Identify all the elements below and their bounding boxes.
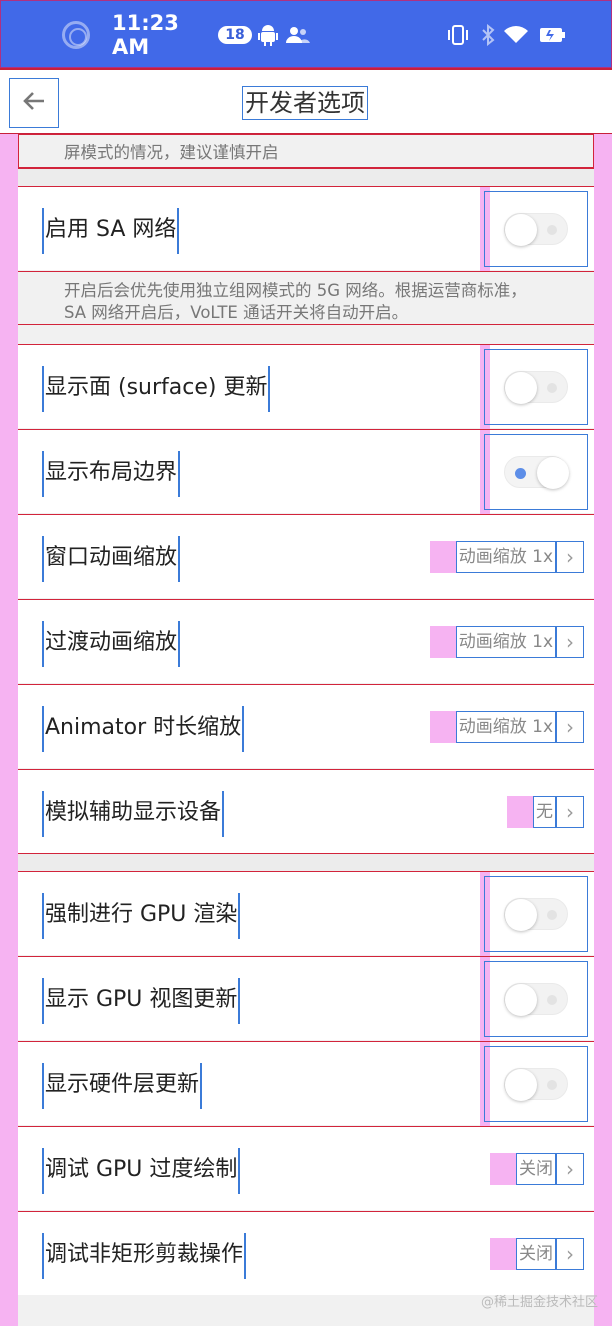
chevron-right-icon[interactable]: › xyxy=(556,711,584,743)
settings-row[interactable]: 强制进行 GPU 渲染 xyxy=(18,871,594,956)
row-label: 显示布局边界 xyxy=(42,451,181,497)
watermark: @稀土掘金技术社区 xyxy=(480,1295,598,1310)
settings-row[interactable]: 调试非矩形剪裁操作 ›关闭 xyxy=(18,1211,594,1295)
debug-margin-right xyxy=(594,134,612,1326)
wifi-icon xyxy=(502,12,530,58)
row-label: 显示硬件层更新 xyxy=(42,1063,203,1109)
battery-icon xyxy=(538,12,568,58)
toggle-switch[interactable] xyxy=(504,983,568,1016)
switch-frame xyxy=(484,1046,588,1122)
arrow-left-icon xyxy=(22,88,46,118)
toggle-switch[interactable] xyxy=(504,1068,568,1101)
row-value: 动画缩放 1x xyxy=(455,541,556,573)
debug-margin xyxy=(480,430,490,514)
debug-margin xyxy=(430,541,456,573)
toggle-dot-icon xyxy=(547,910,557,920)
section-divider xyxy=(18,168,594,186)
chevron-right-icon[interactable]: › xyxy=(556,541,584,573)
toggle-dot-icon xyxy=(547,383,557,393)
sa-description: 开启后会优先使用独立组网模式的 5G 网络。根据运营商标准，SA 网络开启后，V… xyxy=(18,271,594,325)
settings-row[interactable]: 窗口动画缩放 ›动画缩放 1x xyxy=(18,514,594,598)
debug-margin xyxy=(480,957,490,1041)
toggle-dot-icon xyxy=(547,225,557,235)
toggle-knob xyxy=(505,214,537,246)
settings-row[interactable]: 模拟辅助显示设备 ›无 xyxy=(18,769,594,853)
settings-row[interactable]: 调试 GPU 过度绘制 ›关闭 xyxy=(18,1126,594,1210)
switch-frame xyxy=(484,434,588,510)
toggle-dot-icon xyxy=(515,468,526,479)
debug-margin xyxy=(490,1153,516,1185)
row-value: 关闭 xyxy=(516,1238,556,1270)
section-divider xyxy=(18,853,594,871)
debug-margin xyxy=(490,1238,516,1270)
back-button[interactable] xyxy=(9,78,59,128)
row-label: Animator 时长缩放 xyxy=(42,706,245,752)
row-label: 强制进行 GPU 渲染 xyxy=(42,893,241,939)
settings-row[interactable]: 过渡动画缩放 ›动画缩放 1x xyxy=(18,599,594,683)
notification-badge: 18 xyxy=(218,12,252,58)
bluetooth-icon xyxy=(478,12,498,58)
settings-row[interactable]: 显示 GPU 视图更新 xyxy=(18,956,594,1041)
debug-margin xyxy=(430,711,456,743)
debug-margin xyxy=(480,345,490,429)
row-label: 启用 SA 网络 xyxy=(42,208,180,254)
page-title: 开发者选项 xyxy=(242,86,368,120)
debug-margin xyxy=(507,796,533,828)
row-value: 动画缩放 1x xyxy=(455,711,556,743)
toggle-knob xyxy=(505,984,537,1016)
debug-margin xyxy=(430,626,456,658)
row-label: 窗口动画缩放 xyxy=(42,536,181,582)
chevron-right-icon[interactable]: › xyxy=(556,1153,584,1185)
row-label: 过渡动画缩放 xyxy=(42,621,181,667)
row-value: 无 xyxy=(533,796,556,828)
debug-margin xyxy=(480,1042,490,1126)
toggle-switch[interactable] xyxy=(504,371,568,404)
row-label: 调试非矩形剪裁操作 xyxy=(42,1233,247,1279)
chevron-right-icon[interactable]: › xyxy=(556,1238,584,1270)
toggle-knob xyxy=(505,372,537,404)
toggle-dot-icon xyxy=(547,995,557,1005)
target-icon xyxy=(60,12,92,58)
debug-frame xyxy=(18,134,594,168)
row-label: 显示 GPU 视图更新 xyxy=(42,978,241,1024)
toggle-switch[interactable] xyxy=(504,898,568,931)
toggle-knob xyxy=(505,1069,537,1101)
settings-row[interactable]: Animator 时长缩放 ›动画缩放 1x xyxy=(18,684,594,768)
description-text: 屏模式的情况，建议谨慎开启 xyxy=(18,134,594,170)
row-label: 调试 GPU 过度绘制 xyxy=(42,1148,241,1194)
people-icon xyxy=(284,12,312,58)
app-header: 开发者选项 xyxy=(0,68,612,134)
debug-margin-left xyxy=(0,134,18,1326)
toggle-switch[interactable] xyxy=(504,213,568,246)
toggle-dot-icon xyxy=(547,1080,557,1090)
switch-frame xyxy=(484,876,588,952)
switch-frame xyxy=(484,349,588,425)
toggle-knob xyxy=(505,899,537,931)
toggle-knob xyxy=(537,457,569,489)
settings-row[interactable]: 启用 SA 网络 xyxy=(18,186,594,271)
android-icon xyxy=(256,12,280,58)
settings-row[interactable]: 显示面 (surface) 更新 xyxy=(18,344,594,429)
status-time: 11:23 AM xyxy=(112,11,179,59)
switch-frame xyxy=(484,961,588,1037)
debug-frame xyxy=(0,0,612,68)
chevron-right-icon[interactable]: › xyxy=(556,796,584,828)
row-value: 动画缩放 1x xyxy=(455,626,556,658)
vibrate-icon xyxy=(446,12,470,58)
status-bar: 11:23 AM 18 xyxy=(0,0,612,68)
row-label: 显示面 (surface) 更新 xyxy=(42,366,271,412)
row-value: 关闭 xyxy=(516,1153,556,1185)
settings-row[interactable]: 显示布局边界 xyxy=(18,429,594,514)
switch-frame xyxy=(484,191,588,267)
row-label: 模拟辅助显示设备 xyxy=(42,791,225,837)
debug-margin xyxy=(480,187,490,271)
debug-margin xyxy=(480,872,490,956)
toggle-switch[interactable] xyxy=(504,456,569,489)
settings-row[interactable]: 显示硬件层更新 xyxy=(18,1041,594,1126)
chevron-right-icon[interactable]: › xyxy=(556,626,584,658)
